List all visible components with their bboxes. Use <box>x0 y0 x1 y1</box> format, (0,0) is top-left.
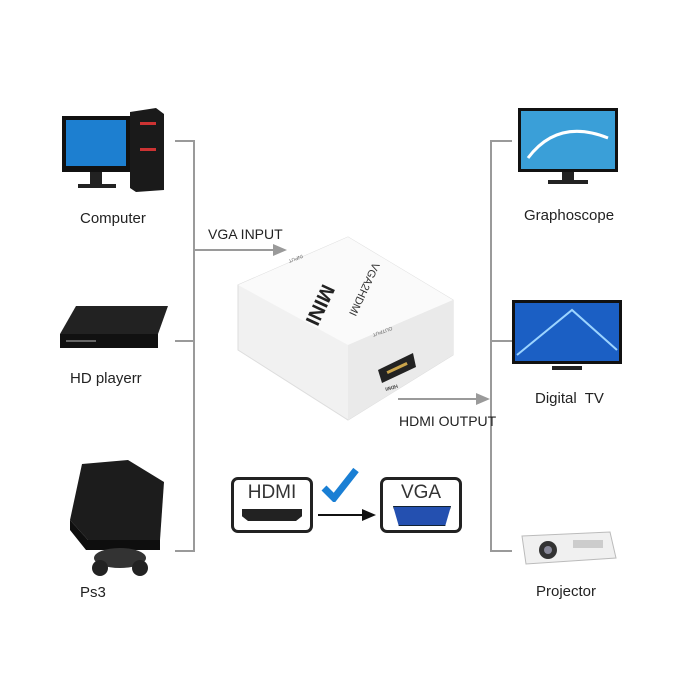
projector-icon <box>521 531 617 565</box>
vga-legend-label: VGA <box>400 482 442 503</box>
right-bracket-tick <box>490 550 512 552</box>
computer-icon <box>62 108 164 192</box>
hd-player-icon <box>60 306 168 348</box>
vga-port-icon <box>393 506 451 526</box>
conversion-arrow-icon <box>318 509 376 521</box>
hdmi-port-icon <box>242 509 302 521</box>
output-graphoscope-label: Graphoscope <box>524 207 615 224</box>
output-digital-tv-label: Digital TV <box>535 390 604 407</box>
ps3-icon <box>70 460 164 576</box>
output-projector-label: Projector <box>536 583 597 600</box>
digital-tv-icon <box>512 300 622 370</box>
hdmi-legend-label: HDMI <box>247 482 297 503</box>
checkmark-icon <box>321 467 359 502</box>
input-ps3-label: Ps3 <box>80 584 106 601</box>
input-computer-label: Computer <box>80 210 146 227</box>
hdmi-output-label: HDMI OUTPUT <box>399 413 497 429</box>
graphoscope-icon <box>518 108 618 184</box>
left-bracket-vertical <box>193 140 195 552</box>
right-bracket-tick <box>490 140 512 142</box>
right-bracket-vertical <box>490 140 492 552</box>
input-hd-player-label: HD playerr <box>70 370 142 387</box>
hdmi-legend-box: HDMI <box>231 477 313 533</box>
right-bracket-tick <box>490 340 512 342</box>
vga2hdmi-converter <box>237 236 454 421</box>
left-bracket-tick <box>175 550 195 552</box>
left-bracket-tick <box>175 140 195 142</box>
vga-input-label: VGA INPUT <box>208 226 283 242</box>
left-bracket-tick <box>175 340 195 342</box>
hdmi-output-arrow <box>398 393 490 405</box>
vga-legend-box: VGA <box>380 477 462 533</box>
vga-input-arrow <box>193 244 287 256</box>
